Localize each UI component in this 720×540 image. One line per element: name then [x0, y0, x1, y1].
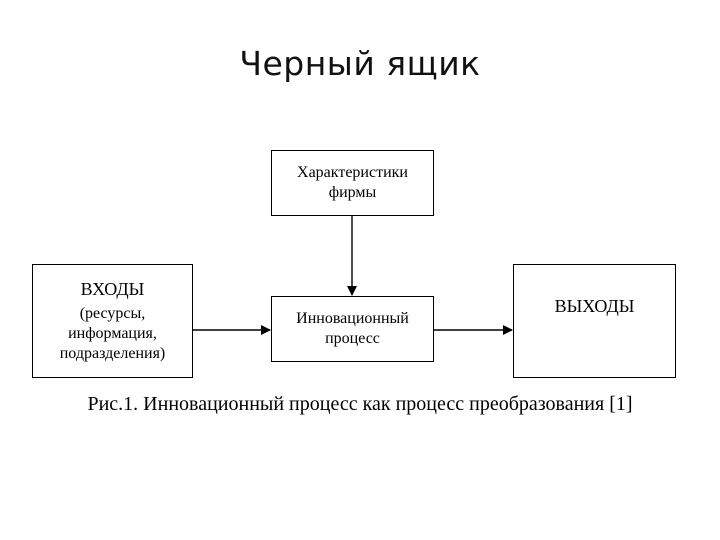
inputs-line3: подразделения) [59, 345, 166, 363]
inputs-line1: (ресурсы, [79, 305, 146, 323]
inputs-line2: информация, [68, 325, 157, 343]
outputs-title: ВЫХОДЫ [554, 296, 635, 316]
process-line1: Инновационный [296, 310, 409, 327]
characteristics-line1: Характеристики [297, 164, 408, 181]
slide-title: Черный ящик [239, 44, 481, 83]
process-line2: процесс [325, 330, 380, 347]
outputs-box: ВЫХОДЫ [513, 264, 676, 378]
inputs-title: ВХОДЫ [80, 278, 145, 299]
characteristics-line2: фирмы [328, 184, 377, 201]
figure-caption: Рис.1. Инновационный процесс как процесс… [87, 393, 633, 415]
inputs-box: ВХОДЫ (ресурсы, информация, подразделени… [32, 264, 193, 378]
characteristics-box: Характеристики фирмы [271, 150, 434, 216]
process-box: Инновационный процесс [271, 296, 434, 362]
